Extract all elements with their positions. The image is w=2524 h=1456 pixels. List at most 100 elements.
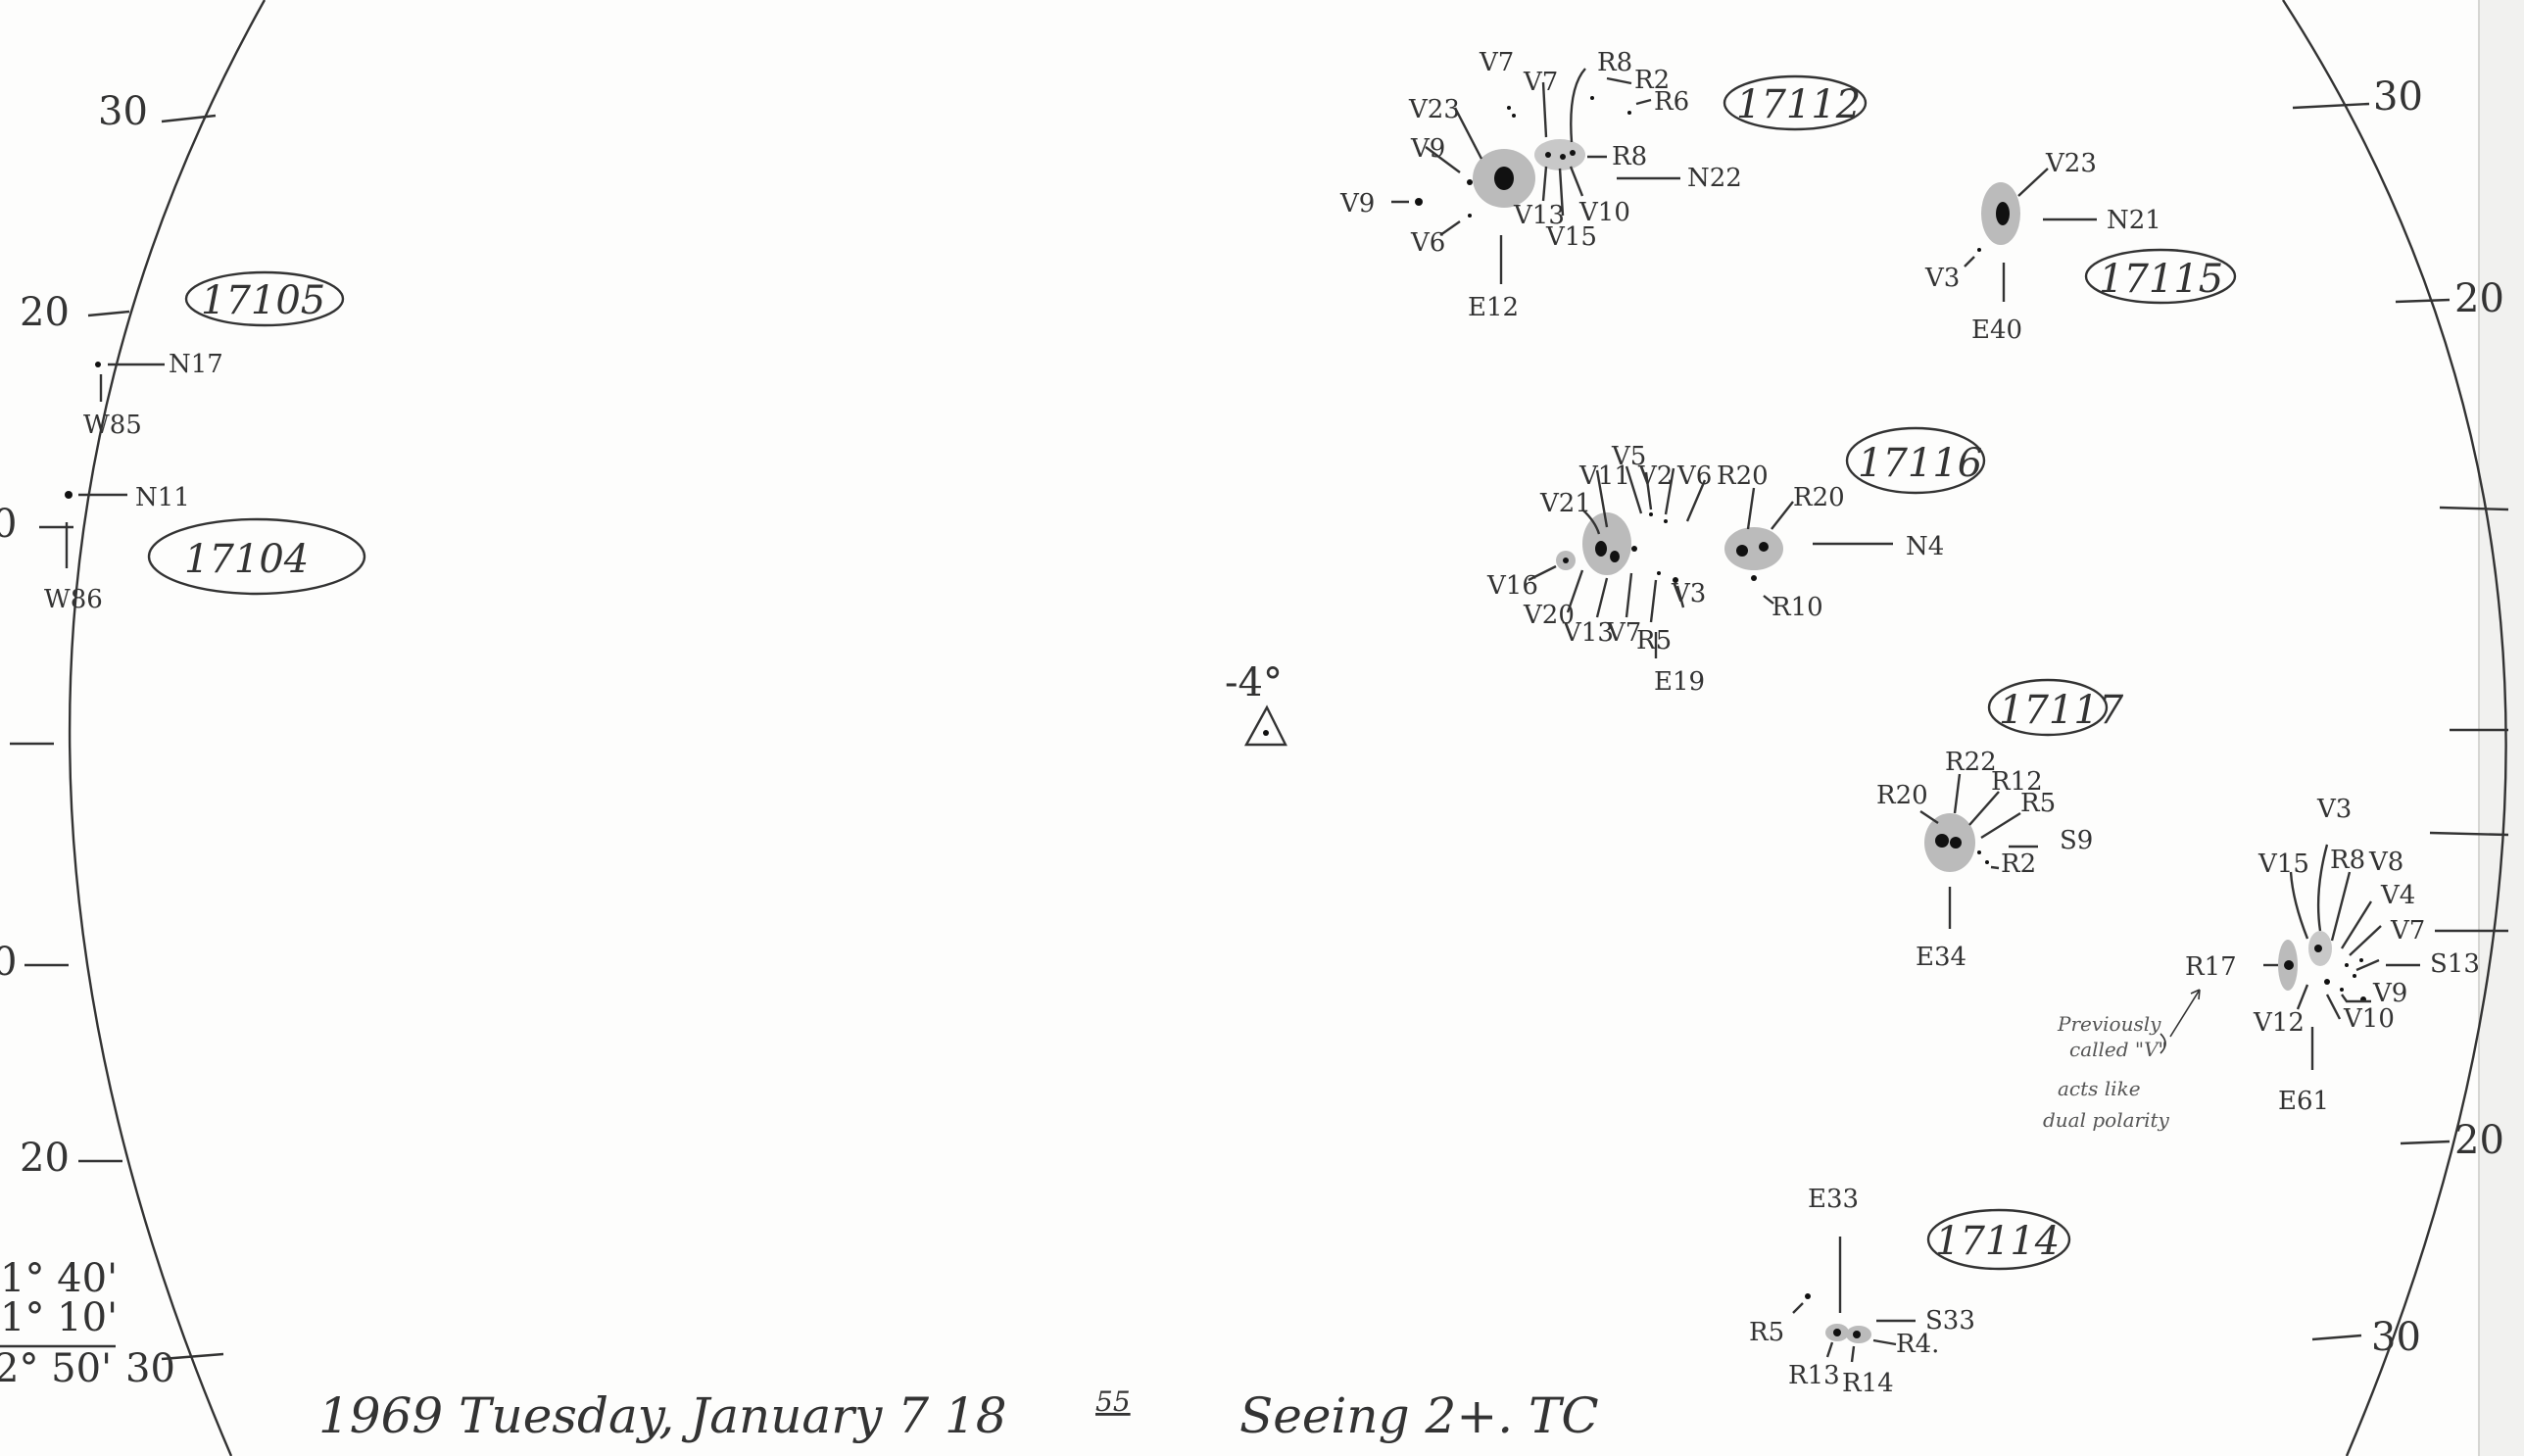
svg-text:30: 30 [125,1346,175,1391]
corner-angle-notes: 1° 40' 1° 10' 2° 50' [0,1256,118,1391]
svg-text:R5: R5 [2020,789,2056,818]
region-17117: 17117 R20 R22 R12 R5 S9 R2 E34 [1876,678,2124,972]
svg-text:V12: V12 [2253,1008,2305,1038]
svg-text:R20: R20 [1793,483,1845,512]
solar-limb-left [68,0,267,1456]
svg-text:called "V": called "V" [2069,1038,2167,1061]
svg-text:E19: E19 [1654,667,1705,697]
svg-text:30: 30 [2371,1315,2421,1360]
svg-text:1° 40': 1° 40' [0,1256,118,1301]
svg-text:R4.: R4. [1896,1330,1939,1359]
polarity-note: Previously called "V" acts like dual pol… [2043,989,2201,1132]
svg-text:R6: R6 [1654,87,1689,117]
svg-text:20: 20 [20,1136,70,1181]
observation-caption: 1969 Tuesday, January 7 18 55 Seeing 2+.… [318,1385,1599,1444]
svg-text:dual polarity: dual polarity [2043,1108,2170,1132]
svg-text:N11: N11 [135,483,190,512]
svg-text:V8: V8 [2368,848,2403,877]
svg-text:S33: S33 [1925,1306,1975,1335]
svg-text:17112: 17112 [1736,82,1861,127]
svg-text:V3: V3 [1671,579,1706,608]
svg-text:E40: E40 [1971,315,2022,345]
svg-text:S9: S9 [2060,826,2093,855]
svg-text:17105: 17105 [201,278,325,323]
svg-text:17116: 17116 [1858,441,1982,486]
svg-text:17117: 17117 [1999,688,2124,733]
svg-text:1° 10': 1° 10' [0,1295,118,1340]
svg-text:R17: R17 [2185,952,2237,982]
svg-text:R14: R14 [1842,1369,1894,1398]
svg-text:V6: V6 [1410,228,1445,258]
svg-text:V3: V3 [1924,264,1960,293]
svg-text:V9: V9 [1339,189,1375,218]
latitude-ticks-left [10,114,224,1361]
svg-text:V9: V9 [1410,134,1445,164]
svg-text:20: 20 [20,290,70,335]
svg-text:R20: R20 [1717,461,1769,491]
svg-text:V13: V13 [1562,618,1614,648]
svg-text:20: 20 [2454,276,2504,321]
svg-text:R8: R8 [1612,142,1647,171]
svg-text:V16: V16 [1486,571,1538,601]
svg-text:55: 55 [1095,1385,1131,1418]
disk-center-mark: -4° [1225,660,1287,747]
region-17104: 17104 N11 W86 [44,483,366,614]
svg-text:V15: V15 [2257,849,2309,879]
svg-text:V23: V23 [1408,95,1460,124]
svg-text:17115: 17115 [2099,257,2223,302]
svg-text:30: 30 [2373,74,2423,120]
latitude-ticks-right [2292,102,2509,1341]
svg-text:V7: V7 [1523,68,1558,97]
svg-text:E12: E12 [1468,293,1519,322]
svg-text:2° 50': 2° 50' [0,1346,112,1391]
svg-text:17114: 17114 [1935,1219,2060,1264]
svg-text:Seeing 2+. TC: Seeing 2+. TC [1239,1387,1599,1444]
svg-text:N17: N17 [169,350,223,379]
svg-text:V3: V3 [2316,795,2352,824]
region-17114: 17114 E33 S33 R5 R4. R13 R14 [1749,1185,2071,1398]
svg-text:W86: W86 [44,585,103,614]
svg-text:V7: V7 [1606,618,1641,648]
svg-text:30: 30 [98,89,148,134]
paper-edge [2479,0,2524,1456]
svg-text:E34: E34 [1916,943,1966,972]
svg-text:V5: V5 [1611,442,1646,471]
svg-text:Previously: Previously [2057,1012,2161,1036]
svg-text:V11: V11 [1578,461,1630,491]
svg-text:V15: V15 [1545,222,1597,252]
svg-text:V10: V10 [1578,198,1630,227]
svg-text:R2: R2 [1634,66,1670,95]
svg-text:R20: R20 [1876,781,1928,810]
svg-text:N22: N22 [1687,164,1742,193]
region-17105: 17105 N17 W85 [83,270,345,440]
svg-text:V9: V9 [2372,979,2407,1008]
svg-text:R12: R12 [1991,767,2043,797]
svg-text:R5: R5 [1749,1318,1784,1347]
svg-text:V6: V6 [1676,461,1712,491]
svg-text:R10: R10 [1772,593,1823,622]
svg-text:R5: R5 [1636,626,1672,655]
svg-text:V4: V4 [2380,881,2415,910]
scale-numbers-right: 30 20 20 30 [2371,74,2504,1360]
svg-text:R13: R13 [1788,1361,1840,1390]
svg-text:V7: V7 [1479,48,1514,77]
svg-text:20: 20 [2454,1118,2504,1163]
svg-text:V10: V10 [2343,1004,2395,1034]
svg-text:R22: R22 [1945,748,1997,777]
svg-text:0: 0 [0,940,17,985]
svg-text:acts like: acts like [2058,1077,2141,1100]
svg-text:N21: N21 [2107,206,2161,235]
svg-text:R2: R2 [2001,849,2036,879]
svg-text:R8: R8 [2330,846,2365,875]
svg-text:V2: V2 [1637,461,1673,491]
svg-text:R8: R8 [1597,48,1632,77]
svg-text:N4: N4 [1906,532,1944,561]
svg-text:-4°: -4° [1225,660,1283,705]
svg-text:17104: 17104 [184,537,309,582]
svg-text:V23: V23 [2045,149,2097,178]
scale-numbers-left: 30 20 0 0 20 30 [0,89,175,1391]
svg-text:V20: V20 [1523,601,1575,630]
svg-text:E61: E61 [2278,1087,2329,1116]
